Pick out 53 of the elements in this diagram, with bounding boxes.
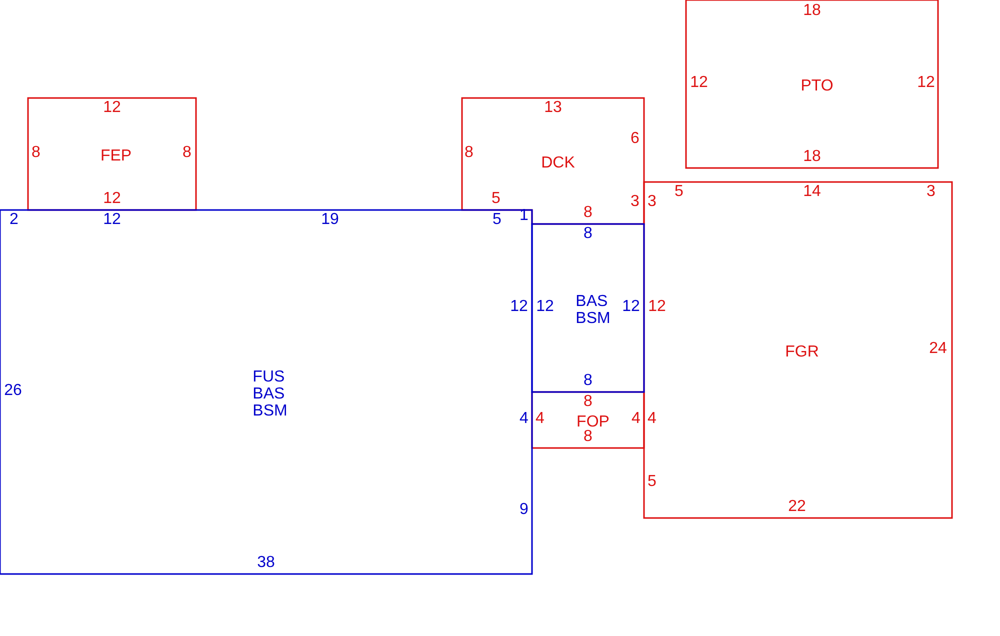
dimension-label: 12	[103, 100, 121, 116]
dimension-label: 4	[520, 411, 528, 427]
dimension-label: 12	[510, 299, 528, 315]
dimension-label: 22	[788, 499, 806, 515]
dimension-label: 14	[803, 184, 821, 200]
dimension-label: 4	[632, 411, 640, 427]
dimension-label: 12	[622, 299, 640, 315]
room-outline	[0, 210, 532, 574]
dimension-label: 5	[492, 212, 502, 228]
room-outline	[644, 182, 952, 518]
room-name: DCK	[541, 154, 575, 172]
dimension-label: 6	[630, 131, 640, 147]
room-outline	[532, 224, 644, 392]
room-name: FEP	[100, 148, 132, 164]
dimension-label: 8	[584, 373, 592, 389]
room-outline	[532, 392, 644, 448]
dimension-label: 5	[648, 474, 656, 490]
dimension-label: 8	[584, 394, 592, 410]
dimension-label: 5	[492, 191, 500, 207]
dimension-label: 24	[929, 341, 947, 357]
dimension-label: 38	[257, 555, 275, 571]
dimension-label: 4	[648, 411, 656, 427]
dimension-label: 3	[648, 194, 656, 210]
dimension-label: 9	[520, 502, 528, 518]
dimension-label: 8	[584, 205, 592, 221]
dimension-label: 8	[584, 429, 592, 445]
dimension-label: 12	[103, 212, 121, 228]
dimension-label: 2	[10, 212, 18, 228]
room-name: FGR	[785, 344, 819, 360]
dimension-label: 26	[4, 383, 22, 399]
dimension-label: 4	[536, 411, 544, 427]
room-name: BAS BSM	[576, 293, 610, 327]
room-name: FOP	[576, 414, 610, 430]
room-outline	[28, 98, 196, 210]
dimension-label: 8	[464, 145, 474, 161]
dimension-label: 8	[32, 145, 40, 161]
dimension-label: 18	[803, 3, 821, 19]
room-name: PTO	[800, 78, 834, 94]
dimension-label: 5	[674, 184, 684, 200]
room-outline	[686, 0, 938, 168]
dimension-label: 18	[803, 149, 821, 165]
dimension-label: 12	[648, 299, 666, 315]
dimension-label: 8	[182, 145, 192, 161]
dimension-label: 12	[103, 191, 121, 207]
dimension-label: 8	[584, 226, 592, 242]
dimension-label: 3	[630, 194, 640, 210]
dimension-label: 12	[536, 299, 554, 315]
room-name: FUS BAS BSM	[252, 368, 288, 420]
dimension-label: 12	[690, 75, 708, 91]
dimension-label: 19	[321, 212, 339, 228]
dimension-label: 13	[544, 100, 562, 116]
dimension-label: 12	[917, 75, 935, 91]
dimension-label: 3	[926, 184, 936, 200]
